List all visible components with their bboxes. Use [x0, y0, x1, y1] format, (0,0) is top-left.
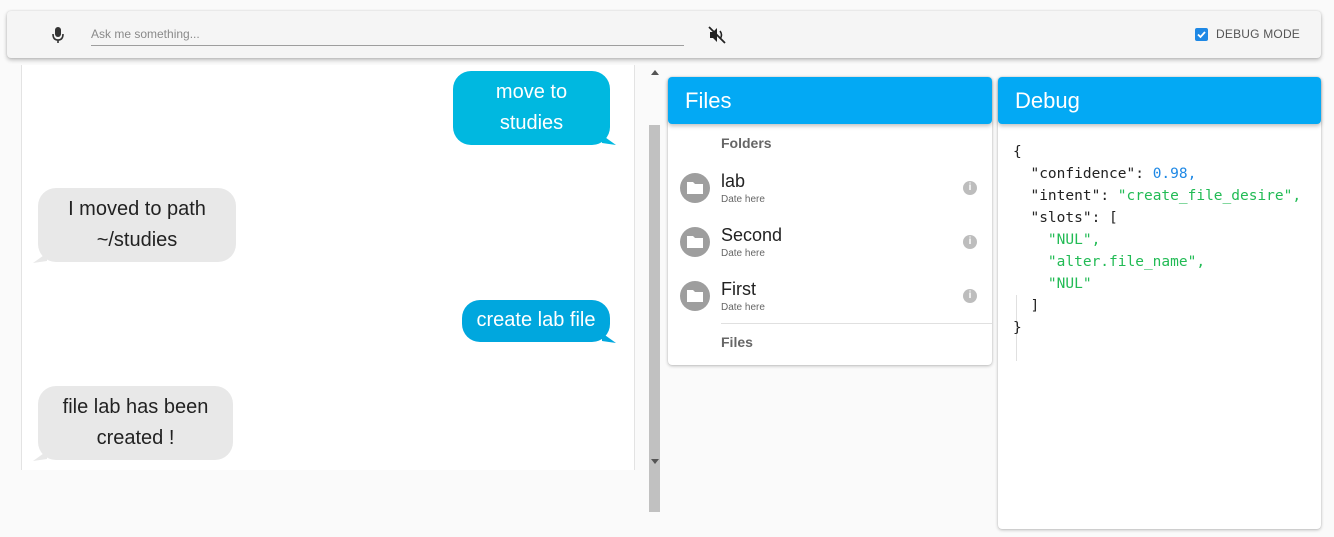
- bubble-tail: [33, 253, 47, 263]
- json-string: "NUL": [1047, 232, 1092, 248]
- folder-icon: [680, 227, 710, 257]
- json-string: "alter.file_name": [1047, 254, 1197, 270]
- folder-date: Date here: [721, 302, 765, 313]
- ask-field[interactable]: [91, 23, 684, 46]
- indent-guide: [1016, 295, 1017, 361]
- json-string: "NUL": [1047, 276, 1092, 292]
- message-line: move to: [495, 81, 568, 103]
- files-card: Files Folders lab Date here i Second Dat…: [668, 77, 992, 365]
- message-line: studies: [499, 112, 564, 134]
- chat-scrollbar[interactable]: [648, 65, 662, 512]
- debug-card-title: Debug: [998, 77, 1321, 124]
- files-card-title: Files: [668, 77, 992, 124]
- json-brace: {: [1013, 144, 1022, 160]
- folder-row[interactable]: lab Date here i: [668, 165, 992, 215]
- files-section-label: Files: [721, 334, 753, 350]
- top-bar: DEBUG MODE: [7, 11, 1321, 58]
- user-message: move to studies: [453, 71, 610, 145]
- ask-input[interactable]: [91, 23, 684, 45]
- bot-message: file lab has been created !: [38, 386, 233, 460]
- folder-name: Second: [721, 225, 783, 245]
- debug-card: Debug { "confidence": 0.98, "intent": "c…: [998, 77, 1321, 529]
- debug-json: { "confidence": 0.98, "intent": "create_…: [1013, 144, 1302, 336]
- folder-row[interactable]: First Date here i: [668, 273, 992, 323]
- json-number: 0.98: [1152, 166, 1188, 182]
- message-line: file lab has been: [62, 396, 209, 418]
- debug-mode-toggle[interactable]: DEBUG MODE: [1195, 26, 1300, 42]
- message-line: ~/studies: [96, 229, 178, 251]
- message-line: I moved to path: [68, 198, 206, 220]
- debug-mode-checkbox[interactable]: [1195, 27, 1208, 41]
- folder-icon: [680, 173, 710, 203]
- folder-name: lab: [721, 171, 746, 191]
- scroll-down-arrow-icon[interactable]: [651, 459, 659, 465]
- json-key: "intent": [1030, 188, 1101, 204]
- json-key: "slots": [1030, 210, 1092, 226]
- scrollbar-thumb[interactable]: [649, 125, 660, 512]
- folder-icon: [680, 281, 710, 311]
- user-message: create lab file: [462, 300, 610, 342]
- folder-name: First: [721, 279, 756, 299]
- info-icon[interactable]: i: [963, 181, 977, 195]
- debug-mode-label: DEBUG MODE: [1216, 27, 1301, 41]
- bubble-tail: [602, 135, 616, 145]
- volume-off-icon[interactable]: [707, 25, 727, 45]
- folder-date: Date here: [721, 194, 765, 205]
- bubble-tail: [33, 451, 47, 461]
- message-line: create lab file: [476, 309, 596, 331]
- microphone-icon[interactable]: [51, 25, 65, 45]
- info-icon[interactable]: i: [963, 235, 977, 249]
- folders-section-label: Folders: [721, 135, 772, 151]
- message-line: created !: [96, 427, 175, 449]
- folder-row[interactable]: Second Date here i: [668, 219, 992, 269]
- json-key: "confidence": [1030, 166, 1136, 182]
- divider: [721, 323, 992, 324]
- bubble-tail: [602, 333, 616, 343]
- scroll-up-arrow-icon[interactable]: [651, 69, 659, 75]
- bot-message: I moved to path ~/studies: [38, 188, 236, 262]
- folder-date: Date here: [721, 248, 765, 259]
- info-icon[interactable]: i: [963, 289, 977, 303]
- json-string: "create_file_desire": [1117, 188, 1293, 204]
- chat-panel: move to studies I moved to path ~/studie…: [21, 65, 635, 470]
